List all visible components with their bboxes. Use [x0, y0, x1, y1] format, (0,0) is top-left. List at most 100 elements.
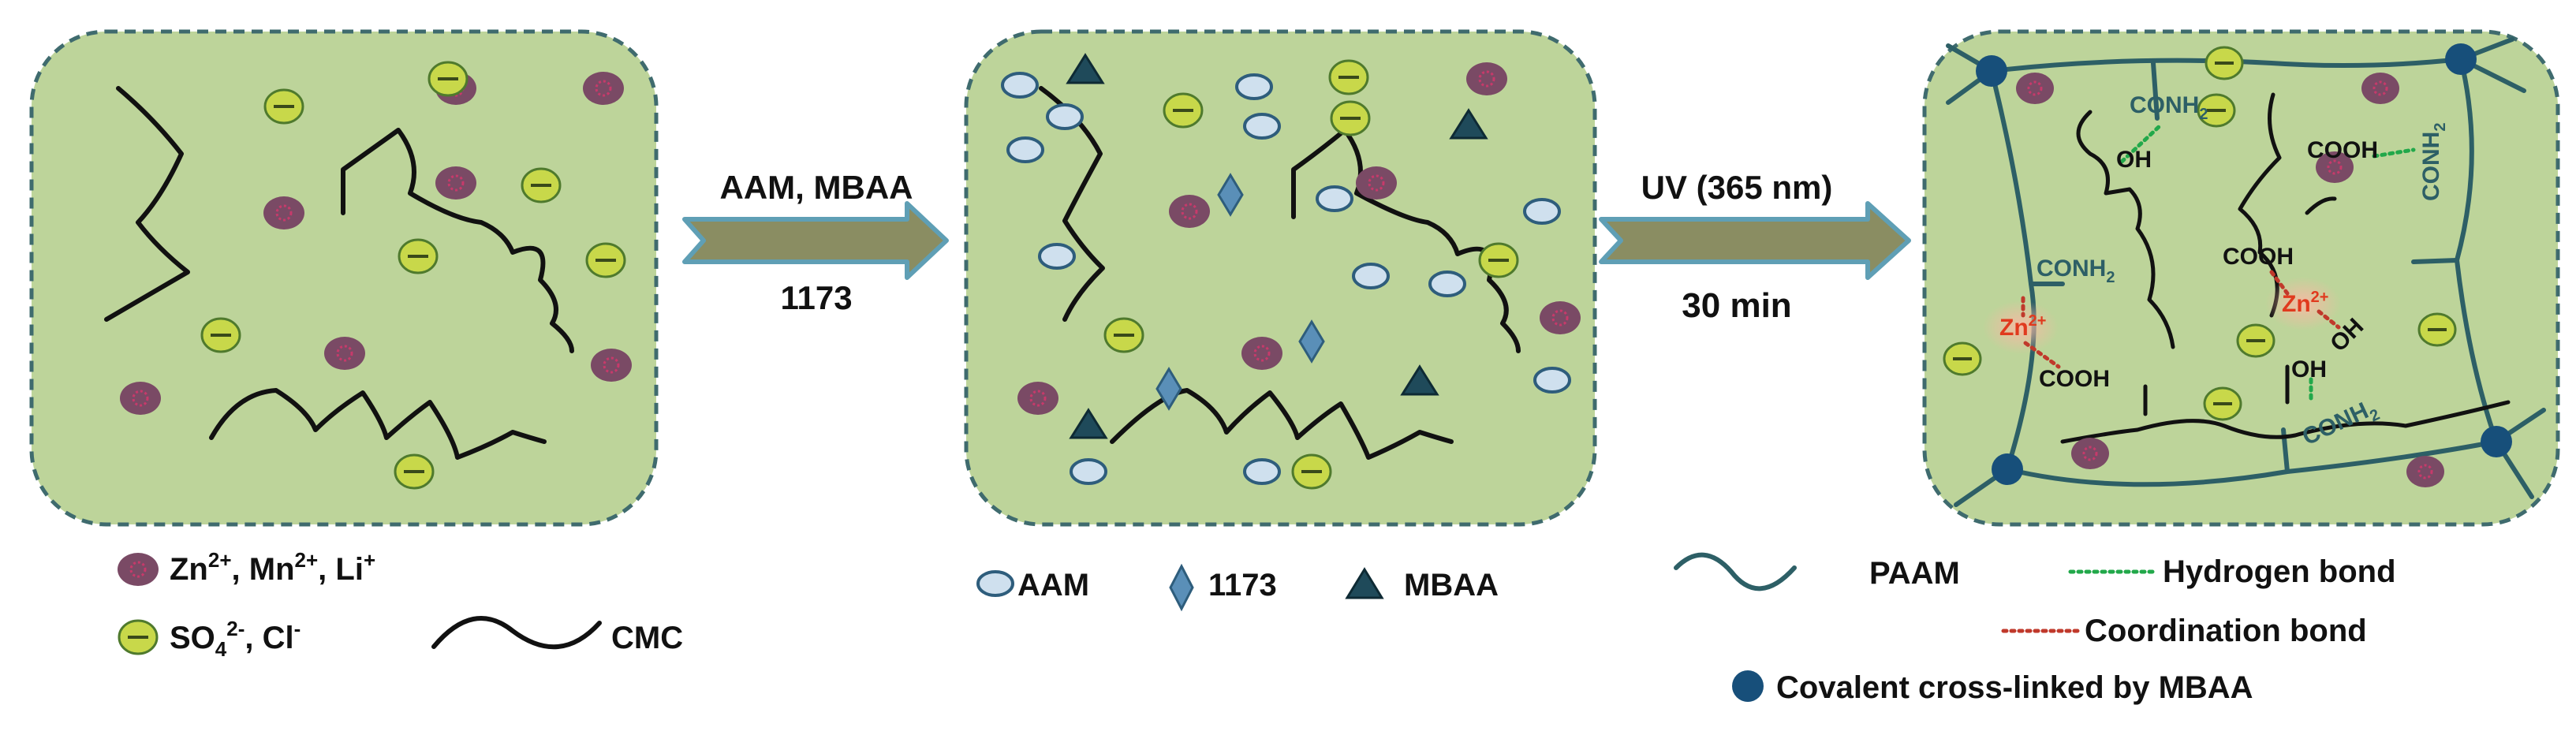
mbaa-molecule — [1066, 53, 1105, 84]
reaction-arrow-2 — [1599, 201, 1911, 280]
cation-ions-panel1 — [120, 72, 632, 415]
photoinitiator-molecule — [1217, 173, 1244, 217]
mbaa-molecule — [1400, 364, 1439, 396]
photoinitiator-molecule — [1155, 367, 1182, 411]
coordination-bonds — [2021, 270, 2341, 369]
legend-aam-text: AAM — [1017, 568, 1089, 603]
anion-ion — [427, 61, 469, 97]
cation-ion — [1466, 62, 1507, 95]
aam-monomers-panel2 — [1001, 72, 1571, 485]
panel-monomer-mixture — [964, 29, 1597, 527]
legend-1173-text: 1173 — [1208, 568, 1277, 603]
legend-cation-swatch — [118, 553, 159, 586]
aam-monomer — [1533, 367, 1571, 394]
cation-ion — [324, 337, 365, 370]
panel-precursor-solution — [29, 29, 659, 527]
cation-ion — [1241, 337, 1282, 370]
zinc-ion-left: Zn2+ — [1999, 312, 2046, 341]
hydrogen-bond-line — [2119, 124, 2162, 164]
cmc-chain — [1039, 86, 1105, 322]
legend-covalent-swatch — [1732, 670, 1764, 702]
mbaa-crosslink-node — [1992, 453, 2023, 485]
group-conh2-left: CONH2 — [2037, 256, 2115, 286]
mbaa-molecule — [1449, 108, 1488, 140]
anion-ion — [398, 238, 439, 274]
cmc-chain — [2060, 400, 2511, 444]
mbaa-crosslink-node — [2481, 426, 2512, 457]
hydrogen-bonds — [2119, 124, 2416, 401]
cmc-chain — [104, 86, 190, 322]
aam-monomer — [1038, 243, 1076, 270]
legend-cation-text: Zn2+, Mn2+, Li+ — [170, 548, 375, 587]
legend-panel1: Zn2+, Mn2+, Li+ SO42-, Cl- CMC — [118, 548, 683, 661]
mbaa-crosslinkers-panel2 — [1066, 53, 1488, 439]
paam-chain — [1989, 57, 2463, 73]
group-conh2-top: CONH2 — [2130, 92, 2208, 123]
anion-ion — [1328, 59, 1369, 95]
group-cooh-top: COOH — [2307, 137, 2378, 163]
anion-ion — [585, 242, 626, 278]
anion-ion — [1291, 453, 1332, 490]
legend-panel2: AAM 1173 MBAA — [976, 563, 1499, 612]
aam-monomer — [1235, 73, 1273, 100]
group-cooh-mid: COOH — [2223, 244, 2294, 270]
mbaa-crosslink-node — [2445, 43, 2477, 75]
anion-ion — [1943, 341, 1982, 376]
photoinitiator-1173-panel2 — [1155, 173, 1325, 411]
aam-monomer — [1428, 270, 1466, 297]
legend-aam-swatch — [976, 570, 1014, 597]
hydrogen-bond-line — [2372, 147, 2416, 159]
anion-ion — [2417, 312, 2457, 347]
legend-1173-swatch — [1169, 563, 1194, 612]
aam-monomer — [1070, 458, 1107, 485]
cation-ion — [435, 166, 476, 200]
cation-ion — [591, 349, 632, 382]
anion-ion — [1163, 92, 1204, 129]
legend-anion-swatch — [118, 619, 159, 655]
mbaa-molecule — [1069, 408, 1108, 439]
step2-condition-label: UV (365 nm) — [1641, 169, 1833, 206]
cmc-chains-panel1 — [104, 86, 574, 460]
cmc-chain — [2305, 196, 2337, 215]
anion-ion — [2197, 93, 2236, 128]
aam-monomer — [1001, 72, 1039, 99]
cation-ion — [2071, 438, 2109, 469]
cmc-chain — [2238, 92, 2282, 318]
zinc-ion-right: Zn2+ — [2282, 289, 2328, 317]
anion-ion — [2203, 386, 2242, 421]
cation-ion — [1356, 166, 1397, 200]
reaction-arrow-1 — [682, 201, 949, 280]
anion-ion — [2205, 46, 2244, 80]
cmc-chains-panel3 — [2060, 92, 2511, 444]
crosslink-nodes — [1976, 43, 2512, 485]
legend-paam-text: PAAM — [1869, 556, 1960, 591]
coordination-bond-line — [2269, 270, 2290, 296]
anion-ion — [521, 167, 562, 203]
group-oh-left: OH — [2116, 147, 2152, 173]
zinc-coordination-glows — [1983, 277, 2341, 354]
legend-anion-text: SO42-, Cl- — [170, 617, 301, 661]
cation-ion — [583, 72, 624, 105]
cmc-chain — [2076, 110, 2175, 349]
anion-ions-panel1 — [200, 61, 626, 490]
anion-ion — [263, 88, 304, 125]
cation-ion — [2361, 73, 2399, 104]
anion-ion — [394, 453, 435, 490]
legend-cmc-swatch — [431, 616, 602, 650]
step2-time-label: 30 min — [1682, 286, 1791, 325]
legend-mbaa-swatch — [1345, 567, 1384, 599]
aam-monomer — [1243, 113, 1281, 140]
group-conh2-rotated: CONH2 — [2418, 123, 2449, 201]
legend-mbaa-text: MBAA — [1404, 568, 1499, 603]
mbaa-crosslink-node — [1976, 55, 2007, 87]
coordination-bond-line — [2317, 309, 2341, 330]
anion-ion — [200, 317, 241, 353]
legend-panel3: PAAM Hydrogen bond Coordination bond Cov… — [1674, 552, 2396, 705]
legend-covalent-text: Covalent cross-linked by MBAA — [1776, 670, 2253, 705]
anion-ion — [1478, 242, 1519, 278]
legend-hbond-text: Hydrogen bond — [2163, 554, 2396, 589]
svg-text:CONH2: CONH2 — [2418, 123, 2449, 201]
anion-ions-panel2 — [1103, 59, 1519, 490]
cation-ion — [120, 382, 161, 415]
aam-monomer — [1316, 185, 1353, 212]
